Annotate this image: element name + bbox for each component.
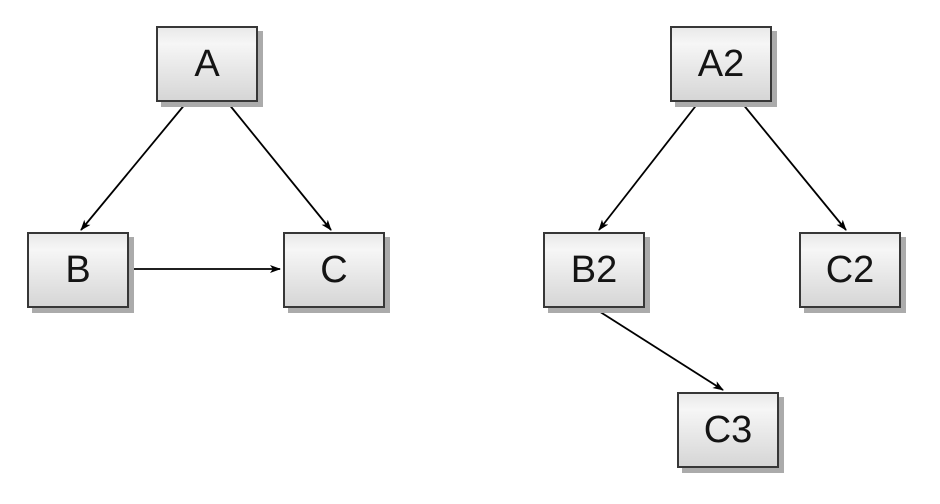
edge-a2-to-c2 xyxy=(741,102,847,231)
node-a2: A2 xyxy=(670,26,772,102)
node-a2-label: A2 xyxy=(697,43,745,85)
node-c3-label: C3 xyxy=(703,409,753,451)
node-c3: C3 xyxy=(677,392,779,468)
edge-b2-to-c3 xyxy=(593,307,724,391)
node-a-label: A xyxy=(194,43,220,85)
node-c: C xyxy=(283,232,385,308)
node-b2-label: B2 xyxy=(570,249,618,291)
node-b2: B2 xyxy=(543,232,645,308)
node-c2-label: C2 xyxy=(825,249,875,291)
node-b: B xyxy=(27,232,129,308)
edge-a-to-b xyxy=(80,102,187,231)
edge-a-to-c xyxy=(227,102,332,231)
node-c-label: C xyxy=(320,249,348,291)
node-a: A xyxy=(156,26,258,102)
node-b-label: B xyxy=(65,249,91,291)
edge-a2-to-b2 xyxy=(598,102,699,231)
node-c2: C2 xyxy=(799,232,901,308)
